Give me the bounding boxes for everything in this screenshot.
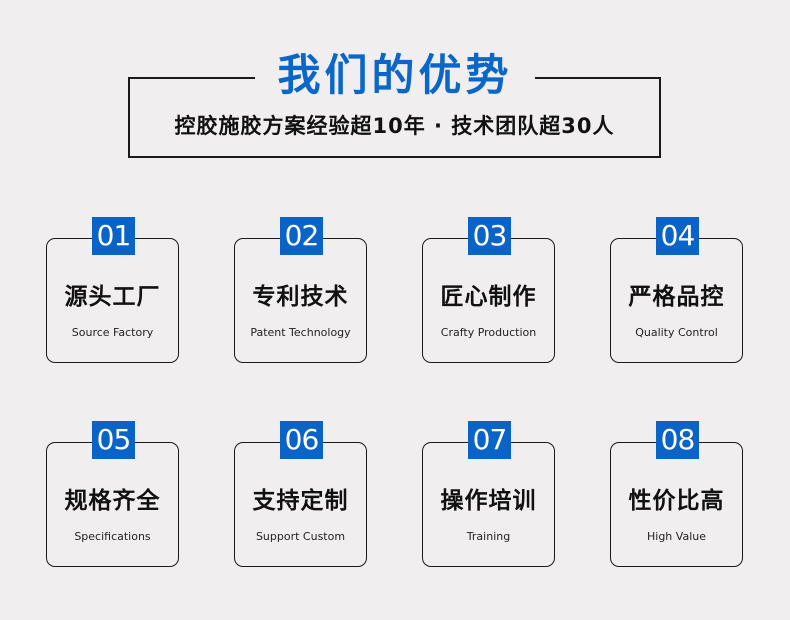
- card-subtitle: Patent Technology: [250, 326, 351, 339]
- card-title: 匠心制作: [440, 283, 537, 310]
- advantage-card-02: 02 专利技术 Patent Technology: [234, 217, 367, 363]
- advantage-card-08: 08 性价比高 High Value: [610, 421, 743, 567]
- card-number-badge: 06: [280, 421, 323, 459]
- card-title: 源头工厂: [64, 283, 161, 310]
- card-subtitle: Quality Control: [635, 326, 718, 339]
- advantage-card-07: 07 操作培训 Training: [422, 421, 555, 567]
- card-number-badge: 04: [656, 217, 699, 255]
- card-number-badge: 08: [656, 421, 699, 459]
- card-title: 专利技术: [252, 283, 349, 310]
- card-title: 支持定制: [252, 487, 349, 514]
- card-subtitle: Training: [466, 530, 511, 543]
- card-title: 规格齐全: [64, 487, 161, 514]
- card-number-badge: 05: [92, 421, 135, 459]
- card-subtitle: High Value: [647, 530, 706, 543]
- card-title: 性价比高: [628, 487, 725, 514]
- card-number-badge: 03: [468, 217, 511, 255]
- page-title: 我们的优势: [255, 50, 535, 102]
- card-subtitle: Source Factory: [71, 326, 154, 339]
- card-subtitle: Support Custom: [255, 530, 346, 543]
- card-number-badge: 02: [280, 217, 323, 255]
- card-title: 严格品控: [628, 283, 725, 310]
- page-subtitle: 控胶施胶方案经验超10年 · 技术团队超30人: [174, 114, 615, 138]
- card-number-badge: 01: [92, 217, 135, 255]
- advantage-card-06: 06 支持定制 Support Custom: [234, 421, 367, 567]
- card-subtitle: Crafty Production: [440, 326, 537, 339]
- card-title: 操作培训: [440, 487, 537, 514]
- advantage-card-01: 01 源头工厂 Source Factory: [46, 217, 179, 363]
- card-number-badge: 07: [468, 421, 511, 459]
- advantage-card-05: 05 规格齐全 Specifications: [46, 421, 179, 567]
- advantage-card-04: 04 严格品控 Quality Control: [610, 217, 743, 363]
- card-subtitle: Specifications: [74, 530, 151, 543]
- advantage-card-03: 03 匠心制作 Crafty Production: [422, 217, 555, 363]
